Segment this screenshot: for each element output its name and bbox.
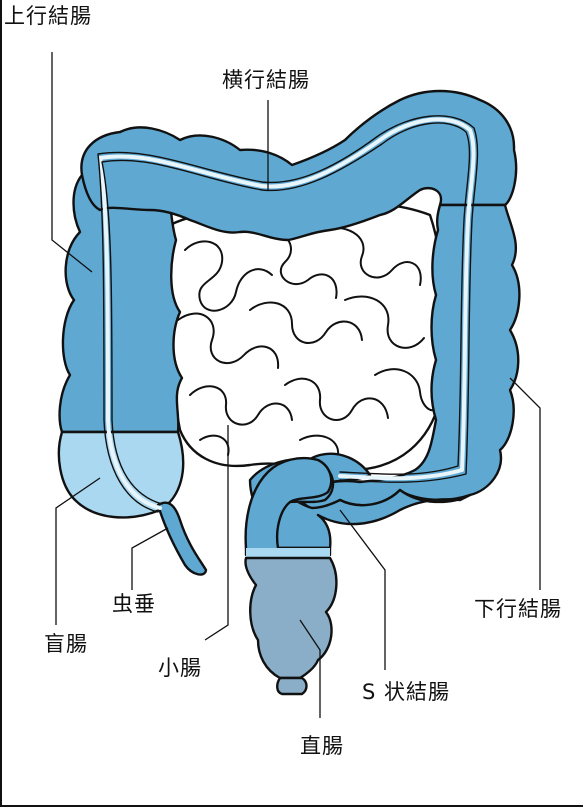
label-sigmoid-colon: S 状結腸 (362, 680, 450, 704)
small-intestine-shape (168, 204, 445, 470)
anus-shape (277, 678, 306, 694)
ascending-colon-shape (60, 175, 182, 432)
label-appendix: 虫垂 (112, 592, 156, 616)
leader-appendix (132, 528, 168, 590)
label-descending-colon: 下行結腸 (474, 597, 562, 621)
label-rectum: 直腸 (300, 734, 344, 758)
rectum-shape (245, 558, 336, 678)
label-small-intestine: 小腸 (158, 656, 202, 680)
leader-sigmoid-colon (340, 510, 385, 670)
label-cecum: 盲腸 (44, 632, 88, 656)
appendix-shape (158, 503, 206, 575)
rectum-band (246, 548, 330, 558)
label-ascending-colon: 上行結腸 (4, 4, 92, 28)
label-transverse-colon: 横行結腸 (222, 68, 310, 92)
